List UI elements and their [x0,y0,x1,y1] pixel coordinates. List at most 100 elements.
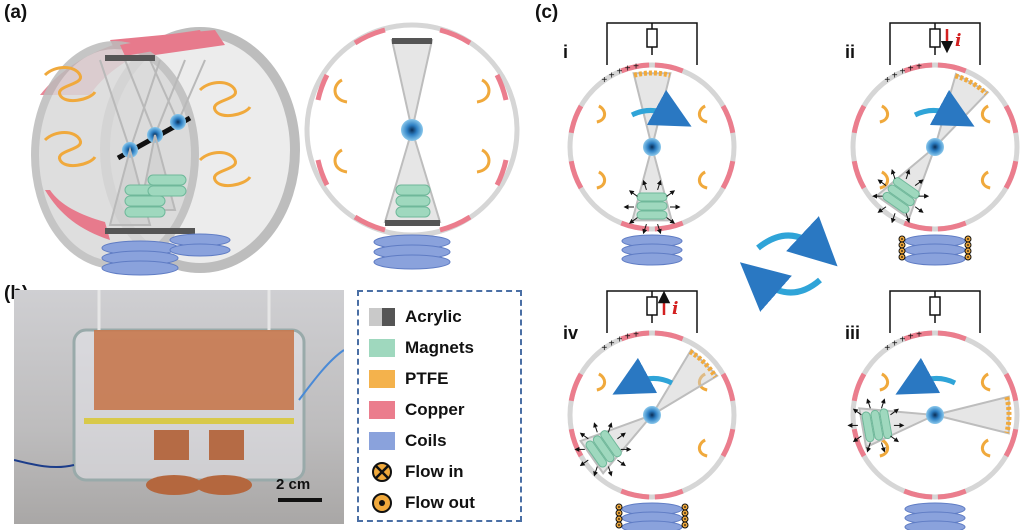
state-iii-ptfe-0 [879,372,890,392]
flow-in-icon [372,462,392,482]
svg-text:+: + [617,67,623,78]
state-iii-ptfe-arm [934,395,1010,435]
state-i-ptfe-3 [697,170,708,190]
svg-text:+: + [617,335,623,346]
state-i-ptfe-2 [596,170,607,190]
state-iii-copper-5 [1003,428,1019,458]
state-iv-resistor [646,296,658,316]
legend: Acrylic Magnets PTFE Copper Coils Flow i… [357,290,522,522]
legend-item-ptfe: PTFE [369,368,448,390]
state-i-ptfe-0 [596,104,607,124]
svg-text:+: + [908,332,914,343]
state-ii-copper-7 [903,220,933,232]
state-iv-copper-3 [720,372,736,402]
acrylic-swatch [369,308,395,326]
state-ii-copper-2 [851,104,867,134]
state-iv-copper-6 [654,488,684,500]
state-iv-magnet-stack [585,430,622,468]
svg-text:+: + [892,70,898,81]
state-iii-resistor [929,296,941,316]
state-label-iv: iv [563,323,579,343]
state-iv-ptfe-film [688,349,718,379]
state-i-resistor [646,28,658,48]
state-iv-ptfe-arm [651,348,719,416]
state-iii-ptfe-film [1004,396,1012,434]
state-ii-copper-1 [937,62,967,74]
svg-text:+: + [900,67,906,78]
svg-text:+: + [633,330,639,341]
state-ii-resistor [929,28,941,48]
state-ii-housing [850,62,1020,232]
state-iii-copper-2 [851,372,867,402]
cycle-arrows [739,216,838,312]
state-iv-copper-4 [568,428,584,458]
state-i-hub [643,138,661,156]
svg-text:+: + [884,75,890,86]
coils-swatch [369,432,395,450]
state-i-housing [567,62,737,232]
state-iii-magnet-stack [861,408,893,443]
cycle-arrow-back [739,262,822,312]
state-ii-hub [926,138,944,156]
panel-label-a: (a) [4,2,28,23]
state-iii: +++++ [847,290,1020,530]
state-i-copper-1 [654,62,684,74]
flow-out-icon [372,493,392,513]
state-iv-ptfe-3 [697,438,708,458]
svg-text:+: + [601,343,607,354]
legend-item-coils: Coils [369,430,447,452]
state-i-copper-0 [620,62,650,74]
state-ii-ptfe-3 [980,170,991,190]
state-iv-hub [643,406,661,424]
state-iv-coil-2 [621,520,683,530]
state-iii-copper-0 [903,330,933,342]
state-ii-ptfe-2 [879,170,890,190]
state-iv-rotation-arrow [612,357,674,395]
cylinder-3d [31,27,300,276]
state-i-copper-7 [620,220,650,232]
state-iii-coil-2 [904,520,966,530]
state-i: +++++ [567,22,737,266]
state-iv-current-label: i [672,299,678,319]
state-iii-copper-6 [937,488,967,500]
legend-item-copper: Copper [369,399,465,421]
state-iii-housing [850,330,1020,500]
svg-text:+: + [908,64,914,75]
device-photo: 2 cm [14,290,344,524]
state-i-ptfe-1 [697,104,708,124]
state-iv-copper-1 [654,330,684,342]
state-iii-hub [926,406,944,424]
state-i-ptfe-film [633,70,671,78]
svg-text:+: + [601,75,607,86]
state-ii-ptfe-0 [879,104,890,124]
svg-text:+: + [916,330,922,341]
panel-label-c: (c) [535,2,559,23]
state-i-copper-6 [654,220,684,232]
ptfe-swatch [369,370,395,388]
state-i-copper-5 [720,160,736,190]
state-ii-current-label: i [955,31,961,51]
svg-text:+: + [625,64,631,75]
state-ii-copper-0 [903,62,933,74]
cycle-arrow-forward [756,216,838,267]
state-iv-copper-2 [568,372,584,402]
svg-text:+: + [916,62,922,73]
svg-text:+: + [625,332,631,343]
state-iii-copper-1 [937,330,967,342]
svg-text:+: + [609,70,615,81]
state-ii-coil-2 [904,252,966,266]
scale-bar-label: 2 cm [276,476,311,493]
legend-item-flow-out: Flow out [369,492,475,514]
state-label-iii: iii [845,323,861,343]
state-iii-copper-4 [851,428,867,458]
state-i-coil-2 [621,252,683,266]
svg-text:+: + [609,338,615,349]
state-iv-housing [567,330,737,500]
state-label-i: i [563,42,569,62]
svg-text:+: + [900,335,906,346]
copper-swatch [369,401,395,419]
state-i-copper-4 [568,160,584,190]
state-i-rotation-arrow [630,89,692,127]
